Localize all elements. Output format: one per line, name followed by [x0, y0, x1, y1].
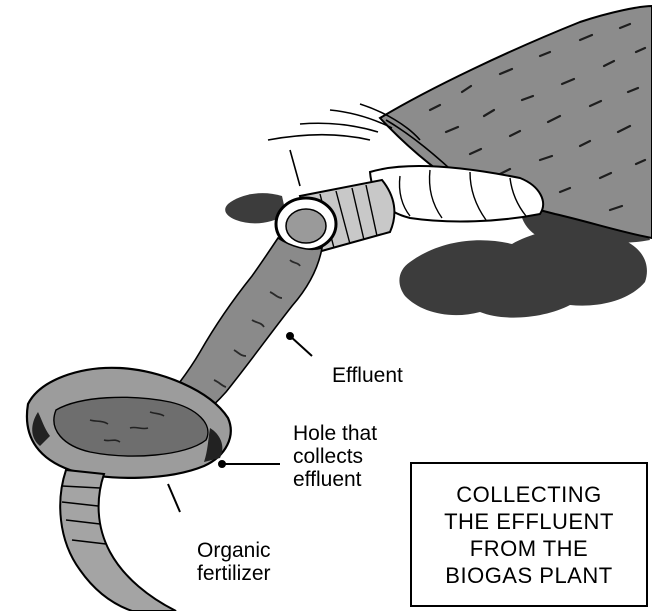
- fertilizer-outlet: [60, 470, 176, 611]
- title-line: BIOGAS PLANT: [445, 562, 612, 589]
- organic-fertilizer-label: Organic fertilizer: [197, 539, 271, 585]
- organic-label-line: fertilizer: [197, 562, 271, 585]
- hole-label-line: effluent: [293, 468, 377, 491]
- organic-label-line: Organic: [197, 539, 271, 562]
- hole-label-line: Hole that: [293, 422, 377, 445]
- effluent-label: Effluent: [332, 364, 403, 387]
- title-line: THE EFFLUENT: [444, 508, 614, 535]
- hole-label: Hole that collects effluent: [293, 422, 377, 491]
- title-line: COLLECTING: [456, 481, 602, 508]
- title-line: FROM THE: [470, 535, 588, 562]
- outlet-pipe: [276, 180, 394, 252]
- hole-label-line: collects: [293, 445, 377, 468]
- title-box: COLLECTING THE EFFLUENT FROM THE BIOGAS …: [410, 462, 648, 607]
